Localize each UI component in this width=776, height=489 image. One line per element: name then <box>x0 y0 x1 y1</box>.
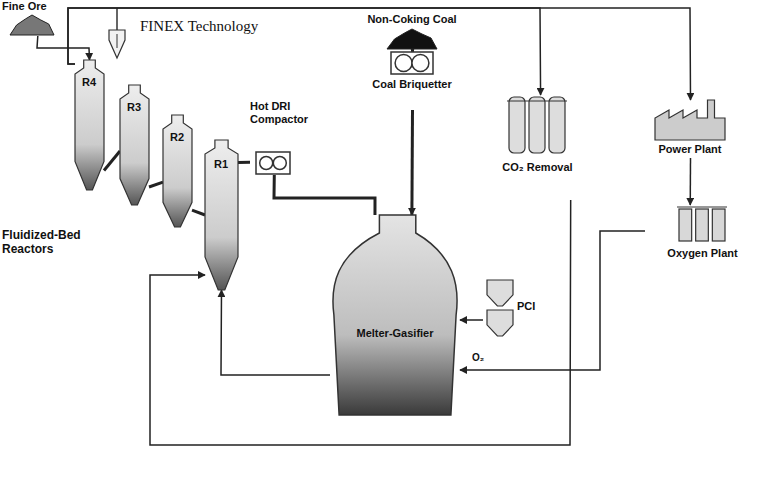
node-label: R1 <box>205 158 237 171</box>
node-label: R4 <box>75 76 103 89</box>
flow-connector <box>221 290 330 375</box>
flow-connector <box>68 8 541 95</box>
co2-removal-unit-shape <box>495 95 581 200</box>
flow-connector <box>410 110 414 215</box>
melter-gasifier: Melter-Gasifier <box>330 215 460 415</box>
pci-unit: PCI <box>483 278 546 338</box>
co2-removal-unit: CO₂ Removal <box>495 95 581 200</box>
node-label: Melter-Gasifier <box>350 327 440 340</box>
diagram-title: FINEX Technology <box>140 18 258 35</box>
cyclone-symbol <box>109 8 125 58</box>
flow-connector <box>460 319 483 321</box>
reactor: R4 <box>75 60 104 190</box>
node-label: Non-Coking Coal <box>357 13 467 26</box>
melter-gasifier-shape <box>330 215 460 415</box>
flow-connector <box>37 36 90 60</box>
node-label: Power Plant <box>635 143 745 156</box>
node-label: Hot DRI Compactor <box>250 100 330 126</box>
flow-connector <box>238 161 250 164</box>
power-plant: Power Plant <box>635 100 746 158</box>
flow-connector <box>68 8 691 100</box>
edge-label: O₂ <box>470 352 486 364</box>
node-label: Fine Ore <box>2 0 62 13</box>
flow-connector <box>149 182 163 187</box>
node-label: R2 <box>163 131 191 144</box>
flow-connector <box>192 210 205 215</box>
oxygen-plant: Oxygen Plant <box>645 205 761 270</box>
flow-connector <box>460 231 645 370</box>
briquetter-box: Coal Briquetter <box>372 52 453 110</box>
flow-connector <box>689 158 691 205</box>
node-label: Coal Briquetter <box>372 78 452 91</box>
group-label: Fluidized-Bed Reactors <box>2 228 102 256</box>
reactor: R2 <box>163 115 192 227</box>
flow-connector <box>274 175 375 215</box>
node-label: R3 <box>120 101 148 114</box>
node-label: CO₂ Removal <box>495 161 580 174</box>
pci-unit-shape <box>483 278 546 338</box>
oxygen-plant-shape <box>645 205 761 270</box>
reactor: R3 <box>120 85 149 205</box>
ore-pile: Fine Ore <box>0 0 63 36</box>
flow-connector <box>104 151 120 171</box>
node-label: PCI <box>517 300 545 313</box>
coal-pile: Non-Coking Coal <box>357 13 468 49</box>
compactor-box: Hot DRI Compactor <box>250 100 331 175</box>
reactor: R1 <box>205 140 238 290</box>
node-label: Oxygen Plant <box>645 247 760 260</box>
